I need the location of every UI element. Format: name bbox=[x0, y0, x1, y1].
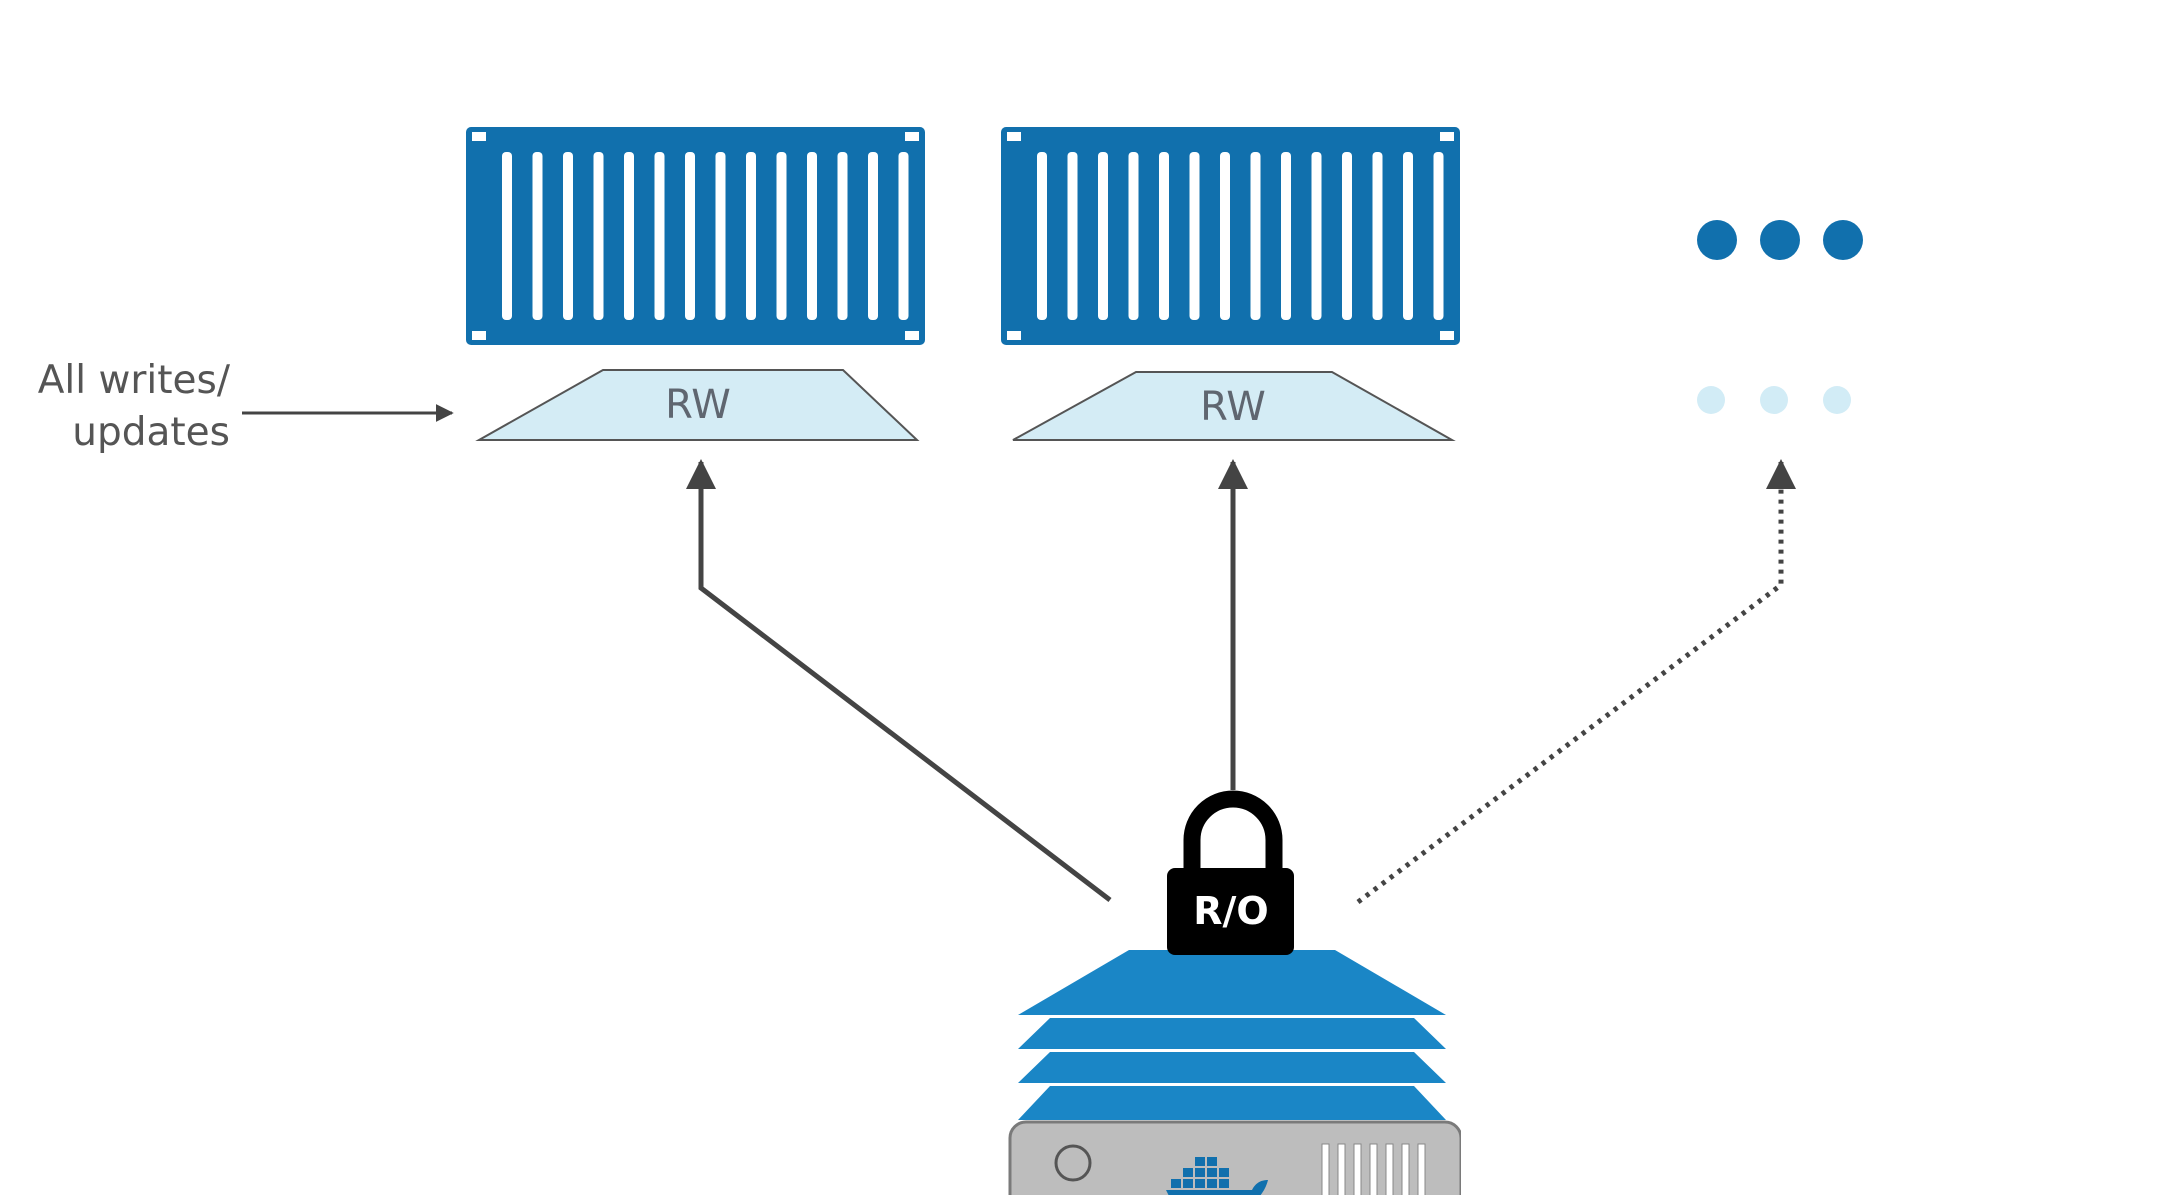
container-slot bbox=[1433, 152, 1444, 320]
container-slot bbox=[1311, 152, 1322, 320]
image-layer-3 bbox=[1018, 1052, 1446, 1083]
container-ribs bbox=[1037, 152, 1444, 320]
container-slot bbox=[593, 152, 604, 320]
annotation-line-1: All writes/ bbox=[37, 358, 230, 403]
arrow-to-container-1 bbox=[686, 459, 1112, 902]
host-vents bbox=[1321, 1143, 1426, 1195]
ellipsis-layer-icon bbox=[1697, 386, 1851, 414]
container-slot bbox=[1250, 152, 1261, 320]
container-slot bbox=[1403, 152, 1413, 320]
container-2: RW bbox=[1001, 127, 1460, 441]
container-slot bbox=[898, 152, 909, 320]
lock-label: R/O bbox=[1193, 889, 1268, 933]
container-1: RW bbox=[466, 127, 925, 441]
padlock-icon: R/O bbox=[1167, 790, 1294, 955]
host-vent bbox=[1369, 1143, 1378, 1195]
container-slot bbox=[776, 152, 787, 320]
container-slot bbox=[1037, 152, 1047, 320]
image-layer-4 bbox=[1018, 1086, 1446, 1120]
image-layers bbox=[1018, 950, 1446, 1120]
container-slot bbox=[1342, 152, 1352, 320]
container-slot bbox=[685, 152, 695, 320]
rw-layer-1-label: RW bbox=[665, 382, 731, 428]
container-ribs bbox=[502, 152, 909, 320]
annotation-text: All writes/ updates bbox=[0, 355, 230, 459]
docker-whale-icon bbox=[1166, 1157, 1268, 1195]
rw-layer-1: RW bbox=[475, 369, 920, 441]
container-slot bbox=[1128, 152, 1139, 320]
container-slot bbox=[502, 152, 512, 320]
container-slot bbox=[624, 152, 634, 320]
host-button-icon bbox=[1054, 1144, 1092, 1182]
container-slot bbox=[1159, 152, 1169, 320]
host-vent bbox=[1401, 1143, 1410, 1195]
host-vent bbox=[1353, 1143, 1362, 1195]
container-slot bbox=[1189, 152, 1200, 320]
container-slot bbox=[868, 152, 878, 320]
host-vent bbox=[1337, 1143, 1346, 1195]
rw-layer-2-label: RW bbox=[1200, 384, 1266, 430]
host-vent bbox=[1321, 1143, 1330, 1195]
container-slot bbox=[837, 152, 848, 320]
container-slot bbox=[1372, 152, 1383, 320]
docker-host bbox=[1008, 1120, 1461, 1195]
arrow-to-more-containers bbox=[1356, 459, 1796, 905]
host-vent bbox=[1385, 1143, 1394, 1195]
shipping-container-icon bbox=[466, 127, 925, 345]
container-slot bbox=[532, 152, 543, 320]
shipping-container-icon bbox=[1001, 127, 1460, 345]
container-slot bbox=[807, 152, 817, 320]
container-slot bbox=[746, 152, 756, 320]
container-slot bbox=[654, 152, 665, 320]
container-slot bbox=[1220, 152, 1230, 320]
rw-layer-2: RW bbox=[1012, 371, 1456, 441]
container-slot bbox=[1067, 152, 1078, 320]
image-layer-1 bbox=[1018, 950, 1446, 1015]
annotation-line-2: updates bbox=[72, 410, 230, 455]
container-slot bbox=[1281, 152, 1291, 320]
container-slot bbox=[563, 152, 573, 320]
image-layer-2 bbox=[1018, 1018, 1446, 1049]
container-slot bbox=[1098, 152, 1108, 320]
ellipsis-icon bbox=[1697, 220, 1863, 260]
host-vent bbox=[1417, 1143, 1426, 1195]
container-slot bbox=[715, 152, 726, 320]
